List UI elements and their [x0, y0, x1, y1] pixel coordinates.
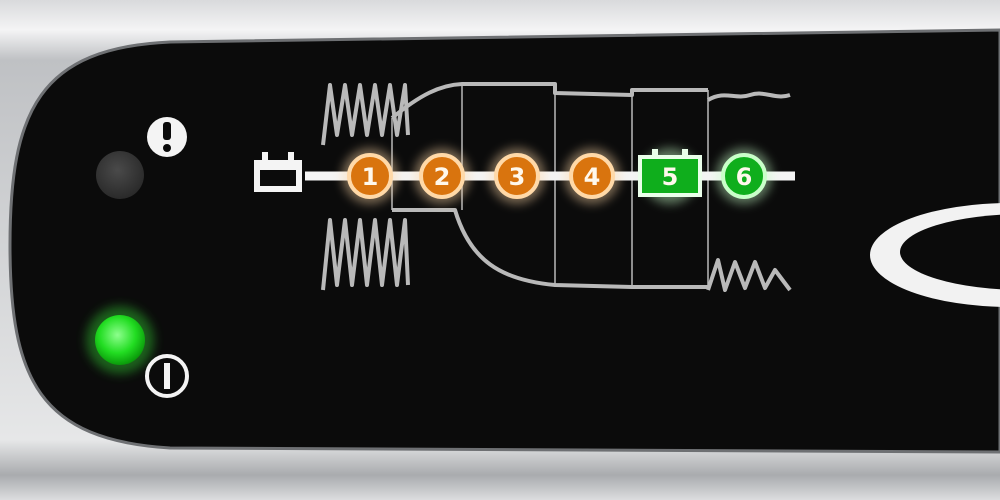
step-4-indicator: 4: [564, 148, 620, 204]
power-icon: [145, 354, 189, 398]
brand-logo: [870, 203, 1000, 307]
step-2-indicator: 2: [414, 148, 470, 204]
step-number: 6: [736, 163, 753, 191]
step-number: 2: [434, 163, 451, 191]
error-led: [96, 151, 144, 199]
step-1-indicator: 1: [342, 148, 398, 204]
panel-face: [8, 28, 1000, 454]
step-number: 5: [662, 163, 679, 191]
step-number: 3: [509, 163, 526, 191]
warning-icon: [147, 117, 187, 157]
step-5-indicator: 5: [638, 148, 702, 204]
power-led: [95, 315, 145, 365]
step-number: 1: [362, 163, 379, 191]
step-6-indicator: 6: [716, 148, 772, 204]
charge-steps: 1 2 3 4 5 6: [342, 148, 772, 204]
step-number: 4: [584, 163, 601, 191]
battery-icon: [254, 152, 302, 192]
step-3-indicator: 3: [489, 148, 545, 204]
